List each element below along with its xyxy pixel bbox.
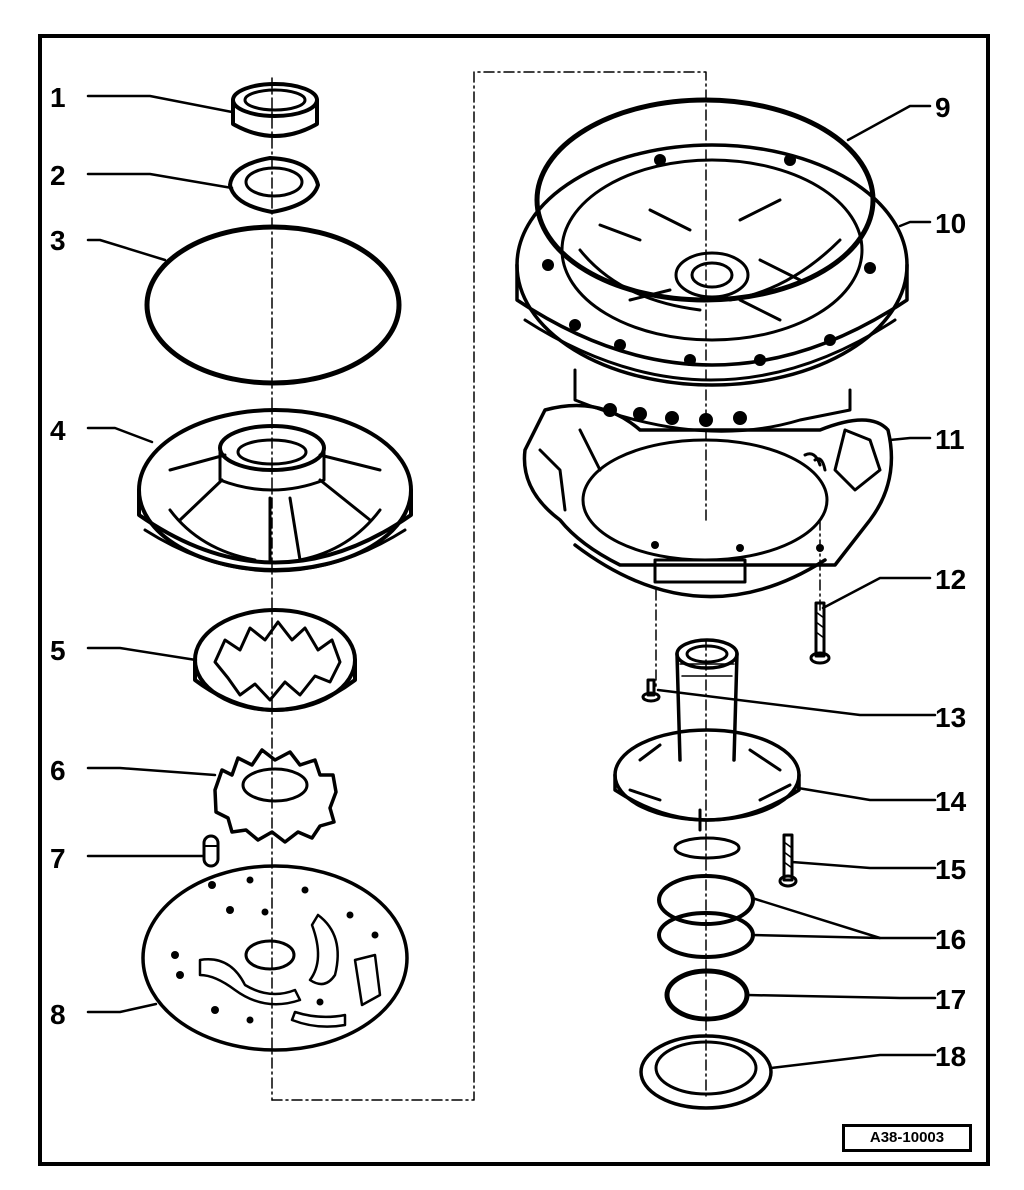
callout-14: 14 (935, 786, 967, 817)
part-8-plate-holes (171, 876, 379, 1024)
callout-11: 11 (935, 424, 965, 455)
part-18-thrust-washer (639, 1034, 773, 1110)
part-8-intermediate-plate (141, 864, 409, 1052)
center-axis-lines (271, 71, 821, 1101)
callout-10: 10 (935, 208, 966, 239)
callout-9: 9 (935, 92, 951, 123)
callout-12: 12 (935, 564, 966, 595)
callout-15: 15 (935, 854, 966, 885)
callout-7: 7 (50, 843, 66, 874)
callout-2: 2 (50, 160, 66, 191)
part-9-seal-ring (534, 97, 876, 303)
part-4-pump-cover (137, 408, 413, 573)
part-10-bolt-holes (542, 154, 876, 427)
part-11-gasket (522, 403, 894, 599)
callout-13: 13 (935, 702, 966, 733)
part-10-pump-housing (515, 143, 909, 433)
part-7-pin (202, 834, 220, 868)
callout-18: 18 (935, 1041, 966, 1072)
callout-16: 16 (935, 924, 966, 955)
figure-reference-label: A38-10003 (842, 1124, 972, 1152)
part-12-bolt (809, 601, 831, 665)
part-17-o-ring (664, 968, 750, 1022)
diagram-frame (38, 34, 990, 1166)
part-2-washer (228, 156, 320, 214)
part-14-stator-shaft (613, 638, 801, 860)
part-15-bolt (778, 833, 798, 888)
callout-5: 5 (50, 635, 66, 666)
part-11-holes (651, 541, 824, 552)
callout-6: 6 (50, 755, 66, 786)
part-5-outer-gear (193, 608, 357, 712)
leader-lines (86, 94, 937, 1070)
part-1-seal (231, 82, 319, 138)
part-6-inner-gear (213, 748, 338, 844)
callout-3: 3 (50, 225, 66, 256)
part-13-screw (641, 678, 661, 703)
callout-8: 8 (50, 999, 66, 1030)
callout-17: 17 (935, 984, 966, 1015)
callout-1: 1 (50, 82, 66, 113)
callout-4: 4 (50, 415, 66, 446)
part-3-o-ring (144, 224, 402, 386)
callout-numbers: 1 2 3 4 5 6 7 8 9 10 11 12 13 14 15 16 1… (50, 82, 967, 1072)
